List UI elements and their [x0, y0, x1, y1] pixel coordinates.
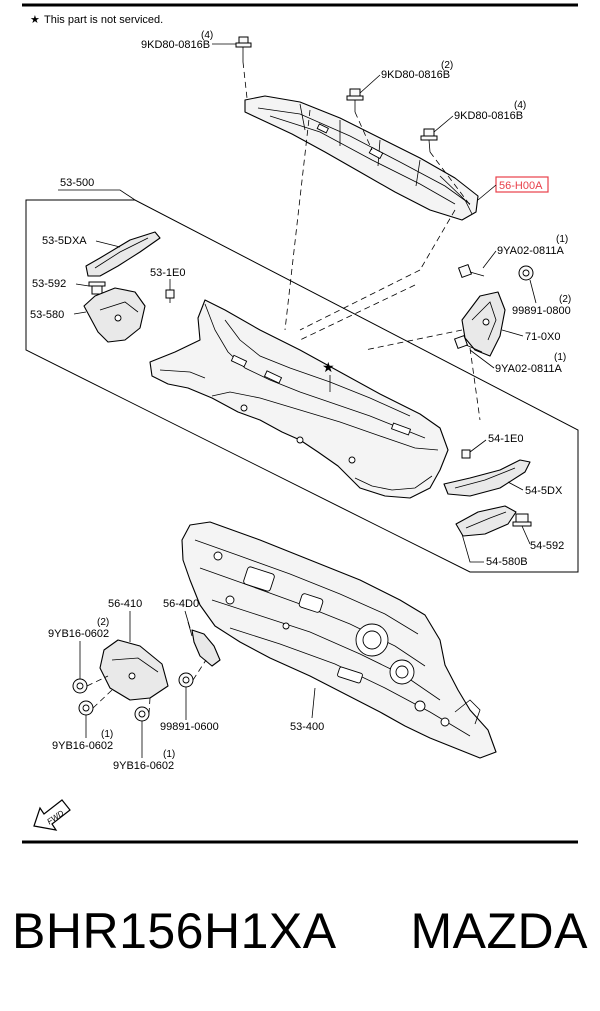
right-bracket-lower: [455, 505, 517, 537]
label-dash-bracket: 56-410: [108, 598, 142, 610]
label-left-extension: 53-5DXA: [42, 235, 87, 247]
right-clip-small-icon: [461, 449, 471, 459]
label-bolt-right-lower: 9YA02-0811A: [495, 363, 563, 375]
dash-panel: [181, 521, 497, 759]
bolt-top-mid-icon: [346, 88, 373, 151]
brand-name: MAZDA: [410, 903, 588, 959]
label-nut-right: 99891-0800: [512, 305, 571, 317]
label-right-bracket-lower: 54-580B: [486, 556, 528, 568]
left-clip-icon: [88, 281, 106, 295]
left-extension: [85, 231, 161, 277]
parts-diagram: ★ This part is not serviced. (4) 9KD80-0…: [22, 3, 579, 844]
nut-upper-left-icon: [72, 678, 88, 694]
label-bolt-top-right-qty: (4): [514, 100, 526, 111]
cowl-assembly-body: [149, 299, 449, 499]
label-bolt-right-lower-qty: (1): [554, 352, 566, 363]
note-star: ★: [30, 14, 40, 26]
hinge-bracket: [187, 621, 221, 667]
label-left-clip: 53-592: [32, 278, 66, 290]
label-right-clip-small: 54-1E0: [488, 433, 523, 445]
label-bolt-top-left-qty: (4): [201, 30, 213, 41]
nut-lower-left-icon: [78, 700, 94, 716]
label-not-serviced-mark: ★: [322, 359, 335, 375]
label-nut-upper-left: 9YB16-0602: [48, 628, 109, 640]
bolt-right-upper-icon: [457, 263, 485, 279]
label-hinge-bracket: 56-4D0: [163, 598, 199, 610]
label-bolt-right-upper-qty: (1): [556, 234, 568, 245]
label-cowl-top-panel: 56-H00A: [499, 180, 543, 192]
label-nut-lower-left-qty: (1): [101, 729, 113, 740]
highlight-box: [495, 176, 549, 193]
label-bolt-top-left: 9KD80-0816B: [141, 39, 210, 51]
label-bolt-right-upper: 9YA02-0811A: [497, 245, 565, 257]
label-cowl-assembly: 53-500: [60, 177, 94, 189]
nut-lower-mid-icon: [134, 706, 150, 722]
right-extension: [443, 459, 531, 497]
left-clip-small-icon: [165, 289, 175, 303]
label-left-clip-small: 53-1E0: [150, 267, 185, 279]
label-nut-lower-mid-qty: (1): [163, 749, 175, 760]
assembly-frame: [25, 199, 579, 573]
cowl-top-panel: [244, 95, 479, 221]
nut-mid-icon: [178, 672, 194, 688]
label-nut-upper-left-qty: (2): [97, 617, 109, 628]
label-nut-mid: 99891-0600: [160, 721, 219, 733]
label-left-bracket: 53-580: [30, 309, 64, 321]
label-bolt-top-mid: 9KD80-0816B: [381, 69, 450, 81]
label-right-extension: 54-5DX: [525, 485, 563, 497]
fwd-arrow-icon: FWD: [33, 799, 71, 831]
label-nut-right-qty: (2): [559, 294, 571, 305]
footer: BHR156H1XA MAZDA: [0, 895, 600, 975]
dash-bracket: [99, 639, 169, 701]
label-dash-panel: 53-400: [290, 721, 324, 733]
label-bolt-top-right: 9KD80-0816B: [454, 110, 523, 122]
label-right-bracket: 71-0X0: [525, 331, 560, 343]
label-bolt-top-mid-qty: (2): [441, 60, 453, 71]
note-text: This part is not serviced.: [44, 14, 163, 26]
right-clip-icon: [512, 513, 532, 527]
bolt-right-lower-icon: [453, 334, 483, 353]
label-nut-lower-mid: 9YB16-0602: [113, 760, 174, 772]
right-bracket: [461, 291, 506, 357]
left-bracket: [83, 287, 146, 343]
nut-right-icon: [518, 265, 534, 281]
bolt-top-left-icon: [235, 36, 252, 99]
bolt-top-right-icon: [420, 128, 471, 206]
label-right-clip: 54-592: [530, 540, 564, 552]
part-number: BHR156H1XA: [12, 903, 337, 959]
label-nut-lower-left: 9YB16-0602: [52, 740, 113, 752]
